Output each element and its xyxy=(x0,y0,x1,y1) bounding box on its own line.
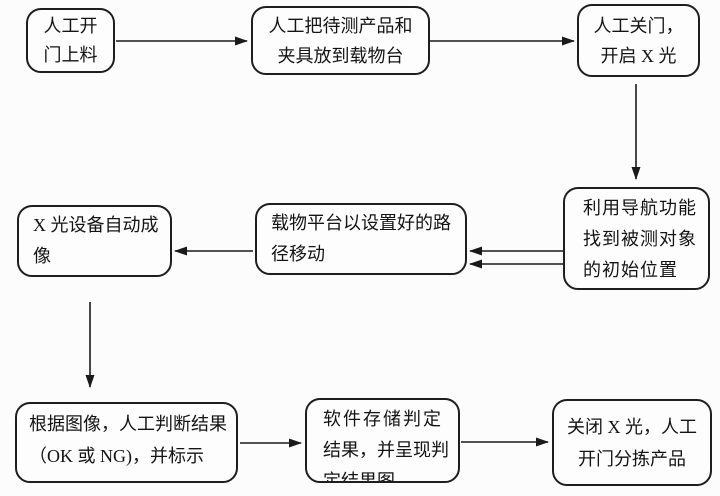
flow-node-software-store-result: 软件存储判定 结果，并呈现判 定结果图 xyxy=(305,398,460,483)
node-text-line: 载物平台以设置好的路 xyxy=(271,213,451,233)
node-text-line: 人工把待测产品和 xyxy=(268,16,413,36)
flow-node-manual-judge-result: 根据图像，人工判断结果 （OK 或 NG)，并标示 xyxy=(15,402,238,483)
flow-node-navigate-to-initial-position: 利用导航功能 找到被测对象 的初始位置 xyxy=(563,187,710,290)
node-text-line: 软件存储判定 xyxy=(323,409,443,429)
flow-node-xray-auto-imaging: X 光设备自动成 像 xyxy=(17,205,172,277)
node-text-line: 夹具放到载物台 xyxy=(277,46,404,66)
flow-node-stage-moves-along-set-path: 载物平台以设置好的路 径移动 xyxy=(255,203,467,275)
node-text-line: 的初始位置 xyxy=(583,260,678,280)
node-text-line: 人工关门， xyxy=(593,16,684,36)
node-text-line: 根据图像，人工判断结果 xyxy=(29,414,227,434)
node-text-line: 门上料 xyxy=(43,45,98,65)
node-text-line: （OK 或 NG)，并标示 xyxy=(29,446,204,466)
node-text-line: 关闭 X 光，人工 xyxy=(567,417,697,437)
node-text-line: X 光设备自动成 xyxy=(33,215,159,235)
node-text-line: 人工开 xyxy=(43,16,98,36)
flow-node-manual-open-door-load: 人工开 门上料 xyxy=(26,8,115,73)
node-text-line: 结果，并呈现判 xyxy=(323,440,449,460)
flow-node-place-product-and-fixture-on-stage: 人工把待测产品和 夹具放到载物台 xyxy=(251,6,430,75)
node-text-line: 开门分拣产品 xyxy=(578,449,686,469)
node-text-line: 开启 X 光 xyxy=(600,46,677,66)
node-text-line: 定结果图 xyxy=(323,471,395,483)
node-text-line: 找到被测对象 xyxy=(583,229,697,249)
flow-node-close-door-start-xray: 人工关门， 开启 X 光 xyxy=(577,4,700,77)
node-text-line: 利用导航功能 xyxy=(583,198,697,218)
flow-node-close-xray-open-door-sort: 关闭 X 光，人工 开门分拣产品 xyxy=(552,399,712,486)
node-text-line: 径移动 xyxy=(271,244,325,264)
node-text-line: 像 xyxy=(33,246,51,266)
